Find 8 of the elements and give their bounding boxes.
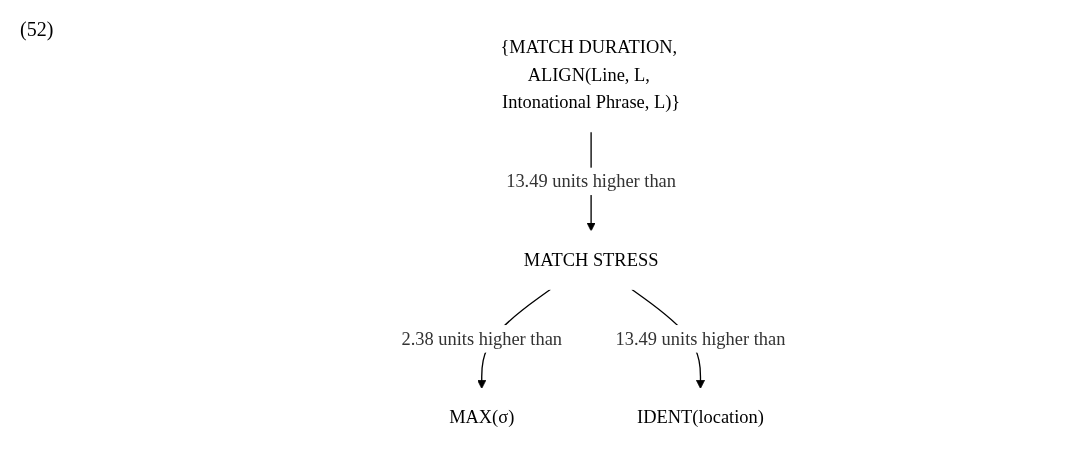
node-text: MATCH STRESS <box>523 249 659 270</box>
edge-label: 13.49 units higher than <box>506 170 676 192</box>
edge-label: 2.38 units higher than <box>401 328 563 349</box>
edge-label: 13.49 units higher than <box>615 328 786 349</box>
example-number: (52) <box>20 18 55 41</box>
node-text: {MATCH DURATION, ALIGN(Line, L, Intonational Phrase, L)} <box>500 36 681 113</box>
node-text: MAX(σ) <box>449 406 515 428</box>
node-text: IDENT(location) <box>637 406 764 428</box>
